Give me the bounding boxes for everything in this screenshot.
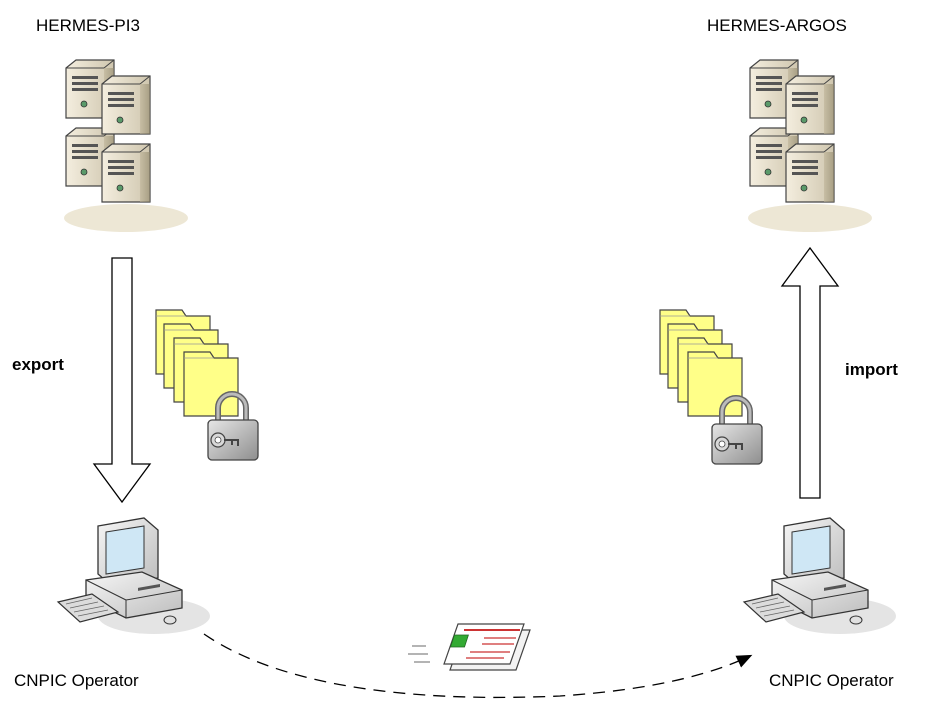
server-right-label: HERMES-ARGOS (707, 16, 847, 35)
server-right-icon (748, 60, 872, 232)
encrypted-files-left-icon (156, 310, 238, 416)
document-envelope-icon (408, 623, 531, 671)
computer-right-icon (743, 517, 897, 635)
import-arrow (780, 246, 840, 499)
server-left-label: HERMES-PI3 (36, 16, 140, 35)
export-arrow (92, 257, 152, 504)
operator-right-label: CNPIC Operator (769, 671, 894, 690)
operator-left-label: CNPIC Operator (14, 671, 139, 690)
computer-left-icon (57, 517, 211, 635)
import-label: import (845, 360, 898, 379)
transfer-dashed-arrow (203, 633, 753, 699)
server-left-icon (64, 60, 188, 232)
export-label: export (12, 355, 64, 374)
